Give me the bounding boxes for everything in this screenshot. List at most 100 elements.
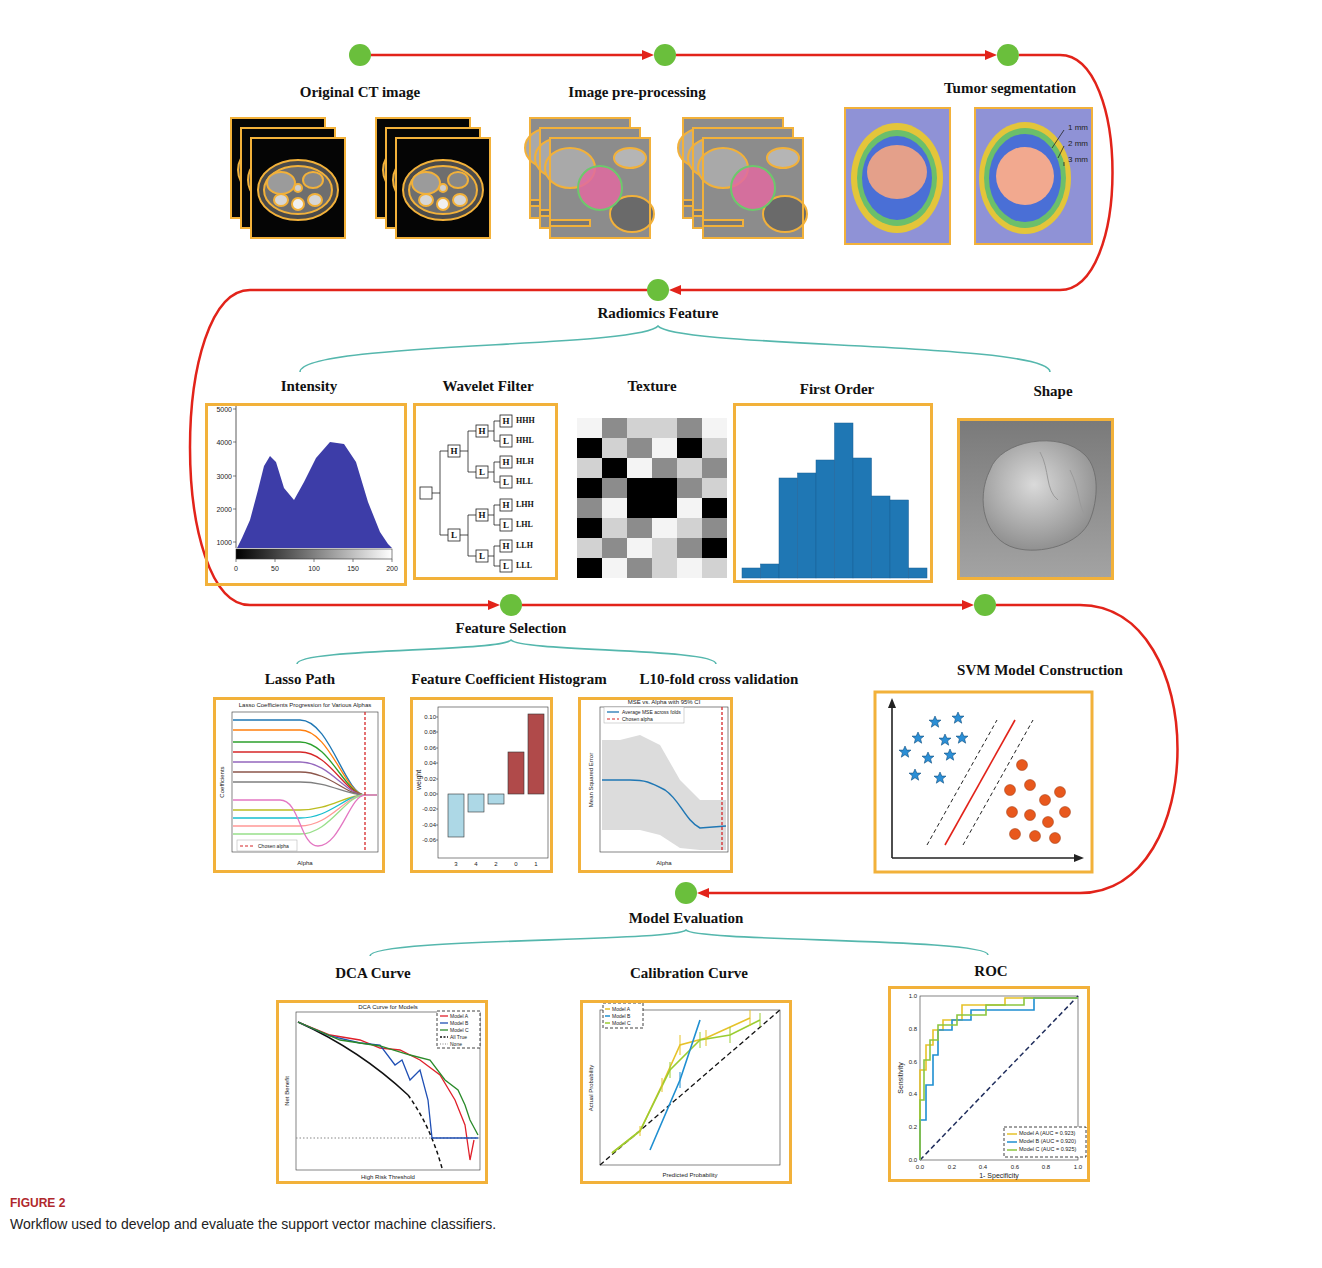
axis-tick: 0.2: [909, 1124, 917, 1130]
panel-heading: Shape: [1033, 383, 1072, 400]
arrow-head: [669, 285, 681, 295]
flow-arrow: [680, 55, 1113, 290]
cross-validation-chart: [600, 707, 728, 852]
arrow-head: [985, 50, 997, 60]
axis-title: Sensitivity: [897, 1062, 904, 1094]
figure-caption: Workflow used to develop and evaluate th…: [10, 1216, 1310, 1233]
axis-title: Alpha: [656, 860, 671, 866]
flow-arrow: [708, 605, 1178, 893]
axis-tick: 0.08: [424, 729, 436, 735]
axis-tick: 200: [386, 565, 398, 572]
stage-dot: SVM Model Construction: [974, 594, 996, 616]
axis-tick: -0.02: [422, 806, 436, 812]
axis-title: Predicted Probability: [662, 1172, 717, 1178]
panel-heading: Intensity: [281, 378, 338, 395]
panel-frame: First Order: [733, 403, 933, 583]
filter-letter: L: [503, 562, 509, 571]
stage-title: Image pre-processing: [568, 84, 705, 101]
tumor-segmentation-render: [845, 108, 1092, 244]
axis-tick: 2: [494, 861, 497, 867]
stage-title: Tumor segmentation: [944, 80, 1076, 97]
subband-code: HLL: [516, 478, 533, 486]
axis-tick: 150: [347, 565, 359, 572]
axis-tick: 0: [234, 565, 238, 572]
stage-title: Feature Selection: [456, 620, 567, 637]
intensity-histogram: [233, 405, 392, 562]
svm-illustration: [875, 692, 1092, 872]
axis-tick: 0.00: [424, 791, 436, 797]
legend-text: Chosen alpha: [622, 717, 653, 722]
filter-letter: L: [451, 531, 457, 540]
panel-heading: L10-fold cross validation: [640, 671, 799, 688]
panel-frame: Feature Coefficient Histogram: [410, 697, 553, 873]
stage-title: SVM Model Construction: [957, 662, 1123, 679]
subband-code: LHH: [516, 501, 534, 509]
chart-title: DCA Curve for Models: [358, 1004, 418, 1010]
axis-tick: 0.0: [909, 1157, 917, 1163]
axis-tick: 4: [474, 861, 477, 867]
stage-dot: Model Evaluation: [675, 882, 697, 904]
axis-tick: 0.0: [916, 1164, 924, 1170]
axis-tick: 0.8: [1042, 1164, 1050, 1170]
arrow-head: [642, 50, 654, 60]
texture-grid: [577, 418, 727, 578]
panel-frame: Texture: [577, 418, 727, 578]
stage-title: Radiomics Feature: [598, 305, 719, 322]
stage-dot: Original CT image: [349, 44, 371, 66]
axis-title: Coefficients: [219, 766, 225, 797]
axis-tick: 0.04: [424, 760, 436, 766]
legend-text: Model C (AUC = 0.925): [1019, 1147, 1076, 1153]
axis-tick: 0: [514, 861, 517, 867]
arrow-head: [962, 600, 974, 610]
panel-heading: Lasso Path: [265, 671, 335, 688]
axis-tick: 50: [271, 565, 279, 572]
legend-text: Model B (AUC = 0.920): [1019, 1139, 1076, 1145]
subband-code: HHH: [516, 417, 535, 425]
legend-text: Model A: [450, 1014, 468, 1019]
stage-title: Original CT image: [300, 84, 421, 101]
axis-title: Net Benefit: [284, 1076, 290, 1106]
dimension-label: 1 mm: [1068, 124, 1088, 132]
axis-tick: 0.8: [909, 1026, 917, 1032]
panel-heading: ROC: [974, 963, 1007, 980]
axis-tick: 0.6: [909, 1059, 917, 1065]
panel-frame: Intensity: [205, 403, 407, 586]
axis-title: Actual Probability: [588, 1065, 594, 1111]
subband-code: LLL: [516, 562, 532, 570]
legend-text: None: [450, 1042, 462, 1047]
preprocessed-image-stack: [525, 118, 807, 238]
panel-heading: Wavelet Filter: [442, 378, 533, 395]
panel-frame: Shape: [957, 418, 1114, 580]
filter-letter: H: [502, 501, 509, 510]
legend-text: Model A: [612, 1007, 630, 1012]
legend-text: Chosen alpha: [258, 844, 289, 849]
first-order-histogram: [742, 423, 927, 578]
axis-tick: 3: [454, 861, 457, 867]
legend-text: Model A (AUC = 0.923): [1019, 1131, 1075, 1137]
subband-code: LLH: [516, 542, 533, 550]
ct-image-stack: [231, 118, 490, 238]
axis-tick: -0.06: [422, 837, 436, 843]
axis-title: Mean Squared Error: [588, 753, 594, 807]
figure-label: FIGURE 2: [10, 1197, 65, 1209]
subband-code: HLH: [516, 458, 534, 466]
axis-tick: 3000: [216, 473, 232, 480]
legend-text: Model C: [450, 1028, 469, 1033]
axis-tick: 100: [308, 565, 320, 572]
axis-tick: -0.04: [422, 822, 436, 828]
axis-tick: 0.10: [424, 714, 436, 720]
axis-tick: 2000: [216, 506, 232, 513]
calibration-chart: [600, 1003, 780, 1165]
axis-tick: 0.6: [1011, 1164, 1019, 1170]
arrow-head: [488, 600, 500, 610]
filter-letter: L: [503, 478, 509, 487]
coefficient-bar-chart: [436, 707, 548, 858]
filter-letter: H: [502, 458, 509, 467]
filter-letter: H: [502, 542, 509, 551]
panel-frame: Lasso Path: [213, 697, 385, 873]
axis-tick: 5000: [216, 406, 232, 413]
axis-tick: 4000: [216, 439, 232, 446]
